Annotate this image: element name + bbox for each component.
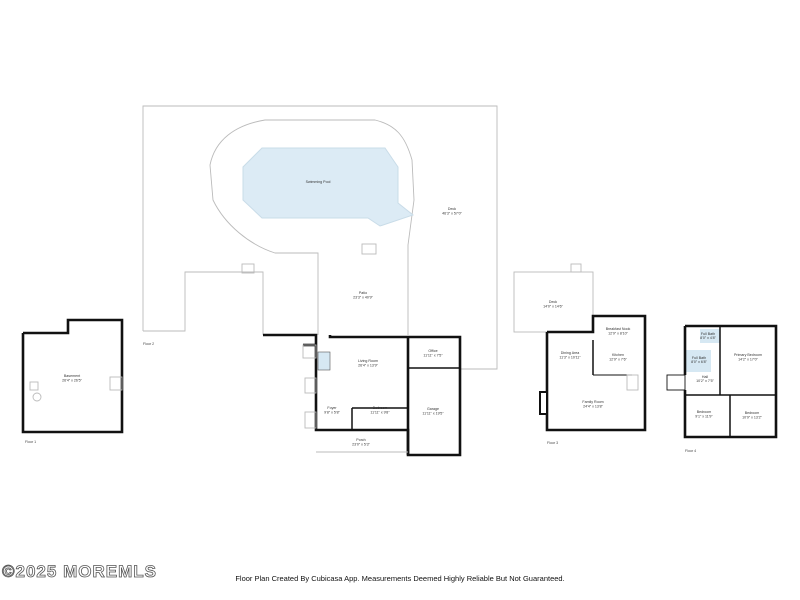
room-name: Breakfast Nook	[606, 327, 631, 331]
room-name: Dining Area	[561, 351, 580, 355]
room-name: Living Room	[358, 359, 378, 363]
room-size: 11'11" x 9'8"	[370, 411, 390, 415]
floor-label: Floor 1	[25, 440, 36, 444]
room-size: 23'0" x 5'3"	[352, 443, 370, 447]
floor-1-plan: Basement 26'4" x 26'5" Floor 1	[21, 318, 124, 444]
stairs	[626, 374, 639, 391]
stairs	[570, 263, 582, 273]
deck-outline	[142, 105, 498, 370]
room-name: Office	[428, 349, 437, 353]
room-size: 8'0" x 6'8"	[691, 360, 707, 364]
bathroom	[317, 351, 331, 371]
room-size: 11'11" x 19'5"	[422, 412, 444, 416]
room-name: Swimming Pool	[306, 180, 331, 184]
stairs	[361, 243, 377, 255]
basement-walls	[21, 318, 124, 434]
room-size: 14'0" x 14'6"	[543, 305, 563, 309]
room-name: Basement	[64, 374, 80, 378]
floor-label: Floor 4	[685, 449, 696, 453]
room-size: 9'8" x 5'8"	[324, 411, 340, 415]
room-name: Bedroom	[745, 411, 760, 415]
room-name: Deck	[549, 300, 557, 304]
room-size: 23'3" x 40'9"	[353, 296, 373, 300]
fireplace	[539, 391, 548, 415]
room-size: 12'9" x 8'10"	[608, 332, 628, 336]
room-size: 24'4" x 13'8"	[583, 405, 603, 409]
stairs	[304, 377, 317, 394]
stairs	[304, 411, 317, 429]
room-size: 11'3" x 10'11"	[559, 356, 581, 360]
footer-disclaimer: Floor Plan Created By Cubicasa App. Meas…	[235, 574, 565, 583]
room-size: 46'3" x 57'0"	[442, 212, 462, 216]
bathroom	[700, 329, 720, 343]
floor-2-plan: Swimming Pool Deck 46'3" x 57'0" Patio 2…	[142, 105, 498, 457]
room-name: Hall	[702, 375, 708, 379]
swimming-pool	[242, 147, 415, 227]
room-size: 11'11" x 7'5"	[423, 354, 443, 358]
house-walls	[683, 324, 778, 439]
house-walls	[314, 335, 462, 457]
room-size: 10'2" x 7'5"	[696, 379, 714, 383]
room-name: Family Room	[582, 400, 603, 404]
room-name: Garage	[427, 407, 439, 411]
room-size: 8'0" x 4'8"	[700, 336, 716, 340]
stairs	[302, 344, 317, 359]
floor-4-plan: Full Bath 8'0" x 4'8" Full Bath 8'0" x 6…	[666, 324, 778, 453]
room-size: 12'9" x 7'6"	[609, 358, 627, 362]
room-name: Patio	[359, 291, 367, 295]
room-size: 26'4" x 26'5"	[62, 379, 82, 383]
stairs	[109, 376, 123, 391]
room-name: Full Bath	[692, 356, 706, 360]
room-size: 10'9" x 13'2"	[742, 416, 762, 420]
room-name: Deck	[448, 207, 456, 211]
room-name: Full Bath	[701, 332, 715, 336]
floor-label: Floor 2	[143, 342, 154, 346]
room-name: Kitchen	[612, 353, 624, 357]
patio-outline	[209, 119, 415, 335]
room-size: 26'4" x 13'9"	[358, 364, 378, 368]
room-size: 14'2" x 17'0"	[738, 358, 758, 362]
furnace-icon	[29, 381, 39, 391]
stairs	[666, 374, 686, 391]
room-name: Foyer	[327, 406, 337, 410]
bathroom	[686, 350, 711, 372]
water-heater-icon	[32, 392, 42, 402]
watermark: ©2025 MOREMLS	[2, 562, 157, 582]
room-name: Bedroom	[697, 410, 712, 414]
room-size: 9'1" x 11'9"	[695, 415, 713, 419]
room-name: Porch	[356, 438, 365, 442]
stairs	[241, 263, 255, 274]
floor-3-plan: Breakfast Nook 12'9" x 8'10" Deck 14'0" …	[513, 263, 647, 445]
room-name: Primary Bedroom	[734, 353, 762, 357]
floor-label: Floor 3	[547, 441, 558, 445]
house-walls	[545, 314, 647, 432]
room-name: Bedroom	[373, 406, 388, 410]
